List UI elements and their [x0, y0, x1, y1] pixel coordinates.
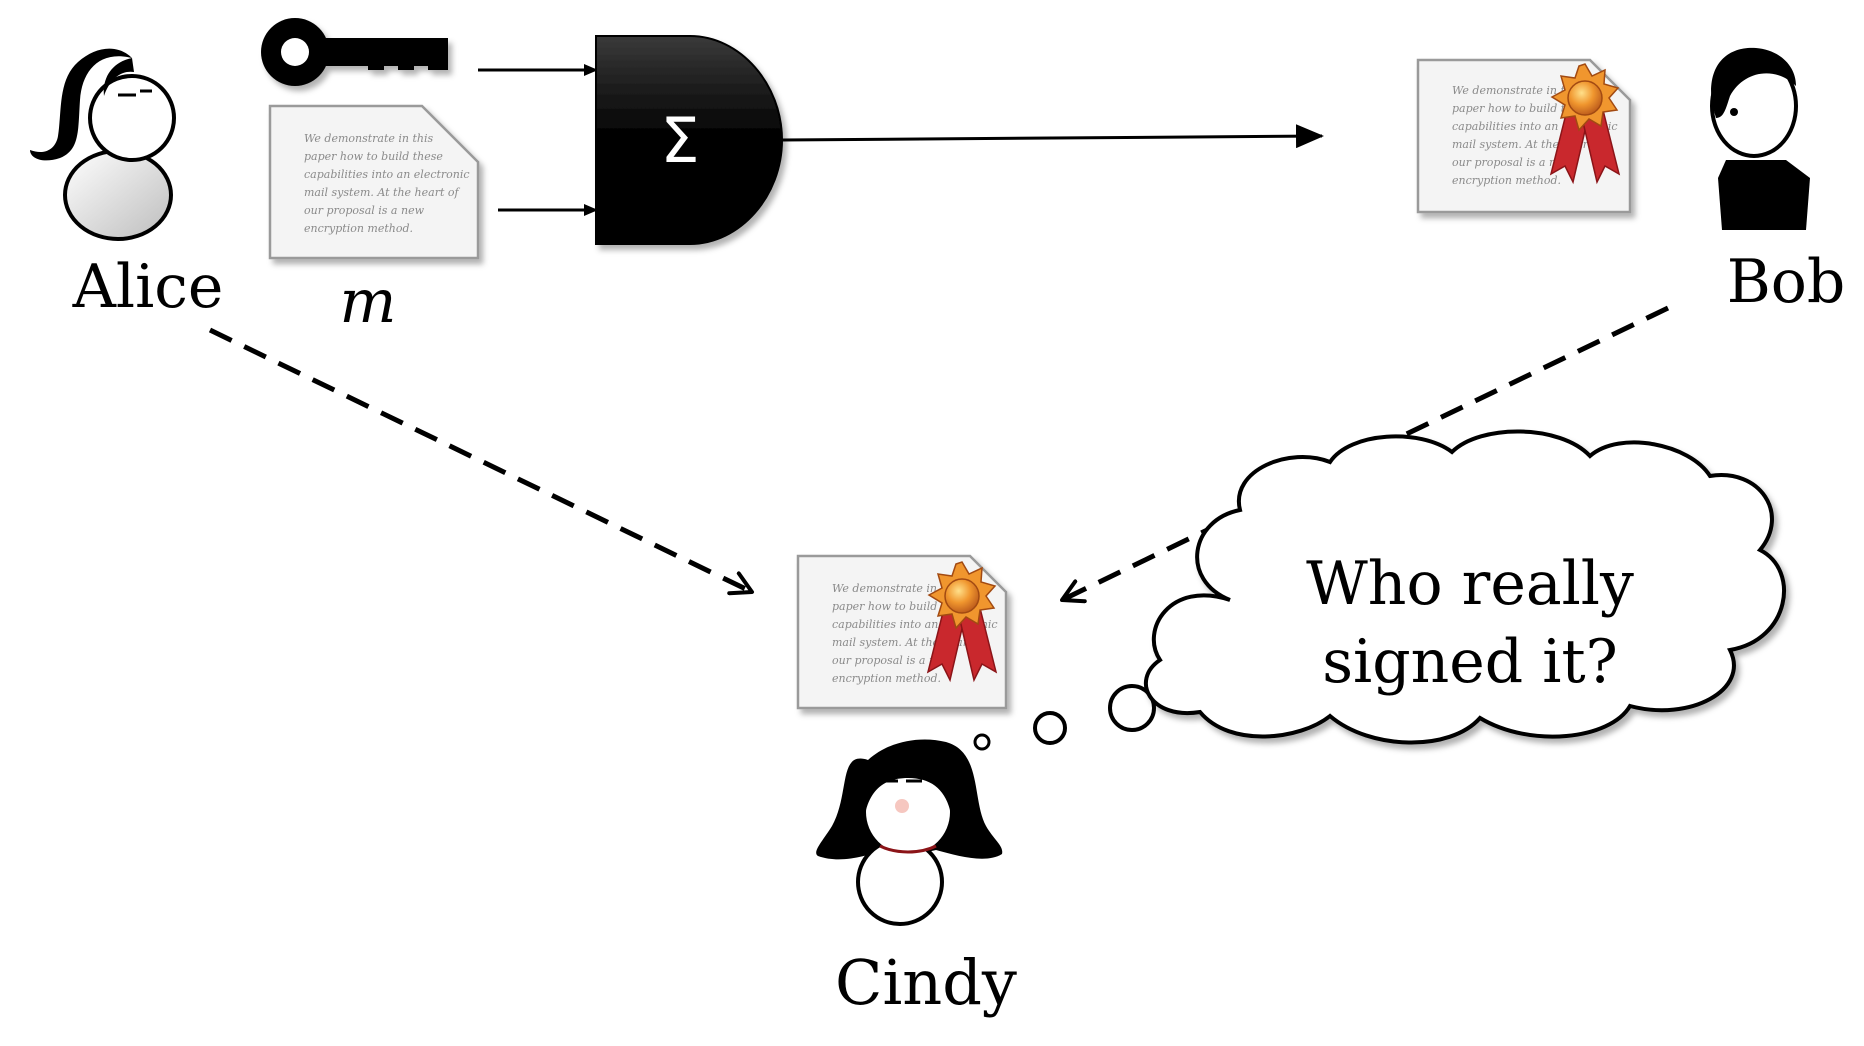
doc-line: paper how to build these — [832, 600, 971, 613]
message-label: m — [340, 267, 397, 337]
doc-line: our proposal is a new — [304, 204, 425, 217]
cindy-label: Cindy — [835, 946, 1017, 1019]
bob-figure — [1710, 47, 1810, 230]
doc-line: We demonstrate in this — [304, 132, 434, 145]
alice-to-cindy-dashed-arrow — [208, 327, 754, 596]
bob-label: Bob — [1727, 247, 1846, 317]
thought-line-2: signed it? — [1322, 627, 1618, 697]
thought-dot-small — [973, 733, 991, 751]
doc-line: encryption method. — [1452, 174, 1561, 187]
doc-line: paper how to build these — [1452, 102, 1591, 115]
doc-line: our proposal is a new — [1452, 156, 1573, 169]
key-icon — [261, 18, 448, 86]
doc-line: We demonstrate in this — [1452, 84, 1582, 97]
alice-figure — [30, 48, 176, 241]
doc-line: capabilities into an electronic — [304, 168, 470, 181]
thought-cloud — [1143, 429, 1786, 745]
doc-line: paper how to build these — [304, 150, 443, 163]
cindy-figure — [816, 739, 1003, 926]
message-document-text: We demonstrate in this paper how to buil… — [304, 132, 470, 235]
doc-line: mail system. At the heart of — [1452, 138, 1609, 151]
sigma-symbol: Σ — [660, 104, 699, 177]
sigma-gate — [595, 35, 784, 245]
doc-line: our proposal is a new — [832, 654, 953, 667]
thought-dot-medium — [1033, 711, 1067, 745]
message-document — [268, 104, 480, 260]
gate-to-bob-arrow — [781, 124, 1324, 149]
doc-line: encryption method. — [832, 672, 941, 685]
alice-label: Alice — [72, 252, 224, 322]
thought-dot-large — [1108, 684, 1156, 732]
doc-line: mail system. At the heart of — [304, 186, 461, 199]
doc-line: encryption method. — [304, 222, 413, 235]
doc-line: We demonstrate in this — [832, 582, 962, 595]
thought-line-1: Who really — [1306, 549, 1634, 619]
